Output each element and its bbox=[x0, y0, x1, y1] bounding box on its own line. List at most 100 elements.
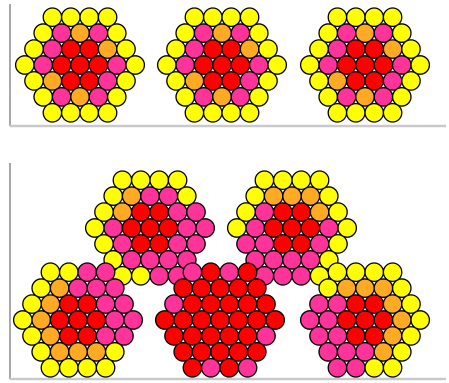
top-cluster-2-bead-8 bbox=[204, 104, 222, 122]
top-cluster-1-bead-0 bbox=[16, 56, 34, 74]
top-cluster-1-bead-15 bbox=[43, 8, 61, 26]
top-cluster-2-bead-28 bbox=[222, 8, 240, 26]
bottom-lower-right-bead-25 bbox=[374, 311, 392, 329]
bottom-lower-left-bead-35 bbox=[115, 295, 133, 313]
bottom-center-bead-12 bbox=[202, 327, 220, 345]
bottom-lower-left-bead-34 bbox=[106, 279, 124, 297]
bottom-center-bead-3 bbox=[183, 359, 201, 377]
top-cluster-3-bead-27 bbox=[393, 88, 411, 106]
top-cluster-2-bead-12 bbox=[204, 72, 222, 90]
top-cluster-1-bead-26 bbox=[98, 72, 116, 90]
top-cluster-1-bead-33 bbox=[98, 8, 116, 26]
bottom-upper-left-bead-4 bbox=[95, 203, 113, 221]
top-cluster-2-bead-33 bbox=[240, 8, 258, 26]
top-cluster-1-bead-28 bbox=[80, 8, 98, 26]
bottom-center-bead-10 bbox=[183, 295, 201, 313]
top-cluster-3-bead-18 bbox=[356, 56, 374, 74]
bottom-lower-right-bead-1 bbox=[310, 327, 328, 345]
bottom-center-bead-19 bbox=[220, 327, 238, 345]
bottom-lower-left-bead-25 bbox=[87, 311, 105, 329]
bottom-upper-right-bead-7 bbox=[264, 251, 282, 269]
bottom-upper-right-bead-12 bbox=[274, 235, 292, 253]
bottom-upper-left-bead-24 bbox=[150, 203, 168, 221]
bottom-upper-right-bead-30 bbox=[310, 203, 328, 221]
top-cluster-3-bead-2 bbox=[319, 88, 337, 106]
bottom-center-bead-6 bbox=[183, 327, 201, 345]
top-cluster-2-bead-0 bbox=[158, 56, 176, 74]
bottom-upper-left-bead-1 bbox=[95, 235, 113, 253]
bottom-center-bead-33 bbox=[238, 263, 256, 281]
top-cluster-1-bead-17 bbox=[62, 40, 80, 58]
bottom-lower-left-bead-30 bbox=[96, 295, 114, 313]
bottom-center-bead-23 bbox=[211, 279, 229, 297]
top-cluster-1-bead-25 bbox=[89, 56, 107, 74]
top-cluster-1-bead-12 bbox=[62, 72, 80, 90]
bottom-upper-right-bead-8 bbox=[274, 267, 292, 285]
bottom-upper-left-bead-7 bbox=[122, 251, 140, 269]
top-cluster-3-bead-3 bbox=[328, 104, 346, 122]
bottom-lower-right-bead-11 bbox=[337, 311, 355, 329]
bottom-lower-left-bead-32 bbox=[115, 327, 133, 345]
top-cluster-3-bead-10 bbox=[328, 40, 346, 58]
bottom-upper-left-bead-32 bbox=[187, 235, 205, 253]
bottom-upper-right-bead-17 bbox=[274, 203, 292, 221]
top-cluster-1-bead-5 bbox=[34, 56, 52, 74]
bottom-lower-right-bead-17 bbox=[347, 295, 365, 313]
bottom-panel bbox=[10, 163, 446, 379]
top-cluster-2-bead-19 bbox=[222, 72, 240, 90]
top-panel bbox=[10, 4, 446, 128]
bottom-upper-right-bead-35 bbox=[329, 203, 347, 221]
top-cluster-2-bead-23 bbox=[213, 24, 231, 42]
top-cluster-3-bead-33 bbox=[383, 8, 401, 26]
bottom-upper-left-bead-18 bbox=[141, 219, 159, 237]
bottom-upper-right-bead-20 bbox=[301, 251, 319, 269]
bottom-lower-right-bead-31 bbox=[393, 311, 411, 329]
bottom-center-bead-34 bbox=[248, 279, 266, 297]
bottom-lower-right-bead-6 bbox=[328, 327, 346, 345]
top-cluster-3-bead-1 bbox=[310, 72, 328, 90]
top-cluster-3-bead-28 bbox=[365, 8, 383, 26]
bottom-lower-left-bead-11 bbox=[50, 311, 68, 329]
top-cluster-3-bead-11 bbox=[337, 56, 355, 74]
bottom-upper-right-bead-9 bbox=[246, 187, 264, 205]
bottom-center-bead-24 bbox=[220, 295, 238, 313]
bottom-lower-right-bead-4 bbox=[310, 295, 328, 313]
bottom-upper-right-bead-24 bbox=[292, 203, 310, 221]
bottom-lower-left-bead-27 bbox=[106, 343, 124, 361]
bottom-upper-right-bead-32 bbox=[329, 235, 347, 253]
top-cluster-1-bead-34 bbox=[108, 24, 126, 42]
top-cluster-3-bead-7 bbox=[337, 88, 355, 106]
top-cluster-3-bead-32 bbox=[402, 72, 420, 90]
bottom-lower-right-bead-10 bbox=[328, 295, 346, 313]
bottom-center-bead-4 bbox=[165, 295, 183, 313]
bottom-center-bead-29 bbox=[229, 279, 247, 297]
top-cluster-1-bead-30 bbox=[98, 40, 116, 58]
bottom-center-bead-9 bbox=[174, 279, 192, 297]
bottom-lower-left-bead-17 bbox=[60, 295, 78, 313]
bottom-center-bead-16 bbox=[192, 279, 210, 297]
bottom-upper-right-bead-15 bbox=[255, 171, 273, 189]
bottom-center-bead-2 bbox=[174, 343, 192, 361]
bottom-lower-left-bead-7 bbox=[50, 343, 68, 361]
top-cluster-2-bead-3 bbox=[185, 104, 203, 122]
top-cluster-1-bead-29 bbox=[89, 24, 107, 42]
bottom-lower-left-bead-33 bbox=[96, 263, 114, 281]
top-cluster-1-bead-4 bbox=[25, 40, 43, 58]
top-cluster-2-bead-16 bbox=[194, 24, 212, 42]
bottom-center-bead-32 bbox=[257, 327, 275, 345]
bottom-lower-right-bead-23 bbox=[356, 279, 374, 297]
bottom-upper-left-bead-29 bbox=[159, 187, 177, 205]
bottom-center-bead-28 bbox=[220, 263, 238, 281]
top-cluster-3-bead-15 bbox=[328, 8, 346, 26]
top-cluster-3-bead-17 bbox=[347, 40, 365, 58]
bottom-upper-right-bead-28 bbox=[292, 171, 310, 189]
bottom-lower-left-bead-13 bbox=[69, 343, 87, 361]
top-cluster-2-bead-9 bbox=[176, 24, 194, 42]
top-cluster-3-bead-29 bbox=[374, 24, 392, 42]
top-cluster-1-bead-16 bbox=[52, 24, 70, 42]
bottom-center-bead-14 bbox=[220, 359, 238, 377]
bottom-upper-right-bead-10 bbox=[255, 203, 273, 221]
bottom-upper-right-bead-14 bbox=[292, 267, 310, 285]
bottom-upper-left-bead-8 bbox=[132, 267, 150, 285]
top-cluster-2-bead-18 bbox=[213, 56, 231, 74]
